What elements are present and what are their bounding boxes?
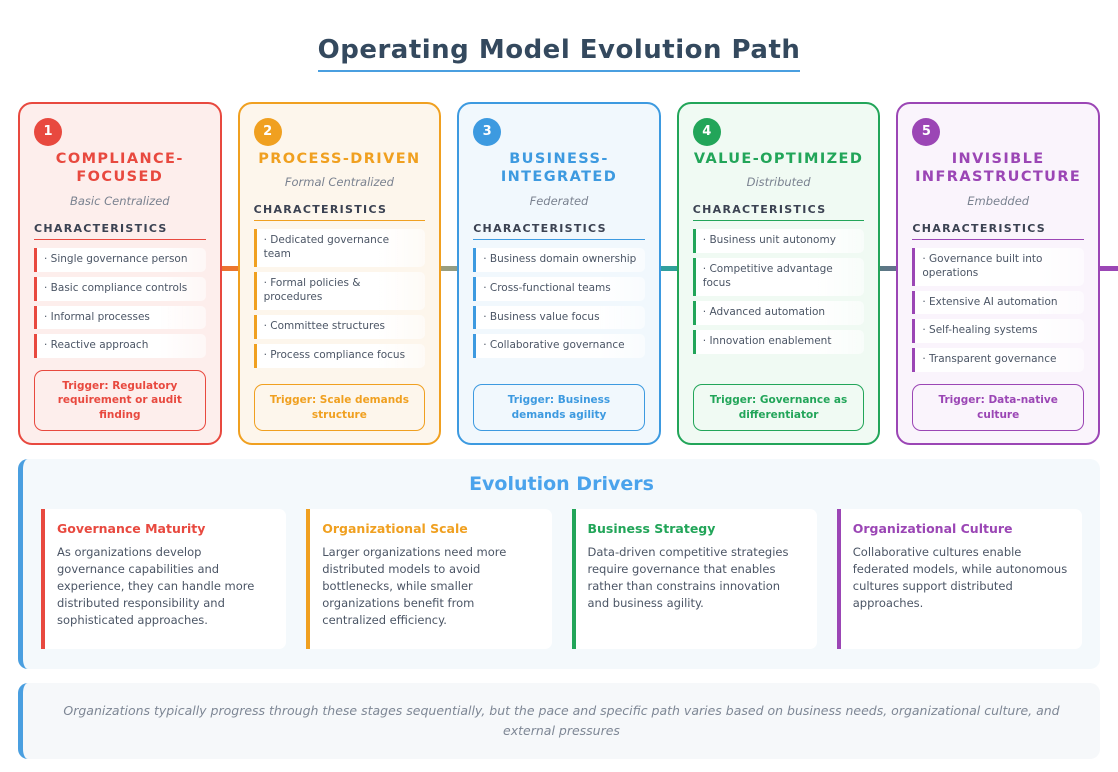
- driver-card[interactable]: Governance Maturity As organizations deve…: [41, 508, 287, 649]
- drivers-grid: Governance Maturity As organizations deve…: [41, 508, 1082, 649]
- characteristics-heading: CHARACTERISTICS: [692, 203, 865, 222]
- trigger-box: Trigger: Scale demands structure: [253, 384, 426, 431]
- stage-model-label: Formal Centralized: [284, 175, 394, 190]
- trigger-box: Trigger: Business demands agility: [473, 384, 645, 431]
- characteristic-item: · Extensive AI automation: [912, 290, 1084, 315]
- characteristic-item: · Business value focus: [473, 305, 645, 330]
- stage-name: BUSINESS-INTEGRATED: [500, 150, 618, 186]
- characteristics-list: · Dedicated governance team · Formal poli…: [253, 229, 426, 368]
- driver-description: Collaborative cultures enable federated …: [852, 544, 1068, 610]
- stage-name: COMPLIANCE-FOCUSED: [55, 150, 184, 186]
- driver-title: Business Strategy: [587, 520, 716, 536]
- trigger-box: Trigger: Data-native culture: [912, 384, 1084, 431]
- stage-name: PROCESS-DRIVEN: [258, 150, 421, 167]
- characteristic-item: · Business domain ownership: [473, 247, 645, 272]
- characteristic-item: · Reactive approach: [34, 334, 206, 359]
- stage-name: VALUE-OPTIMIZED: [693, 150, 864, 167]
- trigger-box: Trigger: Regulatory requirement or audit…: [34, 370, 206, 431]
- characteristic-item: · Self-healing systems: [912, 319, 1084, 344]
- stage-number-badge: 1: [34, 117, 62, 146]
- stage-number-badge: 5: [912, 117, 941, 146]
- stage-model-label: Distributed: [746, 175, 811, 190]
- driver-title: Organizational Scale: [322, 520, 468, 536]
- evolution-drivers-panel: Evolution Drivers Governance Maturity As …: [18, 458, 1100, 669]
- characteristics-heading: CHARACTERISTICS: [34, 222, 206, 240]
- driver-description: Data-driven competitive strategies requi…: [587, 544, 789, 610]
- stage-connector-4-to-5: [794, 265, 982, 271]
- characteristic-item: · Committee structures: [253, 314, 426, 339]
- characteristic-item: · Formal policies & procedures: [253, 272, 426, 310]
- characteristics-list: · Business unit autonomy · Competitive ad…: [692, 229, 865, 354]
- characteristics-heading: CHARACTERISTICS: [253, 203, 426, 222]
- page-title: Operating Model Evolution Path: [317, 35, 801, 73]
- stage-name: INVISIBLE INFRASTRUCTURE: [915, 150, 1082, 186]
- driver-description: As organizations develop governance capa…: [57, 544, 255, 627]
- characteristic-item: · Business unit autonomy: [692, 229, 865, 254]
- characteristic-item: · Cross-functional teams: [473, 276, 645, 301]
- stage-number-badge: 2: [253, 117, 282, 146]
- stage-connector-2-to-3: [355, 265, 543, 271]
- characteristics-list: · Single governance person · Basic compli…: [34, 247, 206, 359]
- stage-connector-3-to-4: [575, 265, 763, 271]
- stage-model-label: Embedded: [967, 193, 1030, 208]
- driver-description: Larger organizations need more distribut…: [322, 544, 507, 627]
- characteristics-list: · Governance built into operations · Exte…: [912, 247, 1084, 373]
- trigger-box: Trigger: Governance as differentiator: [692, 384, 865, 431]
- characteristics-heading: CHARACTERISTICS: [912, 222, 1084, 240]
- characteristic-item: · Advanced automation: [692, 300, 865, 325]
- stage-connector-1-to-2: [136, 265, 324, 271]
- characteristic-item: · Transparent governance: [912, 348, 1084, 373]
- characteristic-item: · Collaborative governance: [473, 334, 645, 359]
- characteristic-item: · Innovation enablement: [692, 329, 865, 354]
- characteristic-item: · Process compliance focus: [253, 343, 426, 368]
- characteristics-heading: CHARACTERISTICS: [473, 222, 645, 240]
- driver-title: Governance Maturity: [57, 520, 206, 536]
- page-title-container: Operating Model Evolution Path: [0, 0, 1118, 90]
- drivers-title: Evolution Drivers: [469, 472, 654, 495]
- characteristic-item: · Competitive advantage focus: [692, 258, 865, 296]
- stage-number-badge: 4: [692, 117, 721, 146]
- stage-model-label: Basic Centralized: [70, 193, 170, 208]
- characteristic-item: · Dedicated governance team: [253, 229, 426, 268]
- characteristic-item: · Informal processes: [34, 305, 206, 330]
- characteristic-item: · Basic compliance controls: [34, 276, 206, 301]
- stage-model-label: Federated: [529, 193, 589, 208]
- stage-number-badge: 3: [473, 117, 502, 146]
- characteristic-item: · Governance built into operations: [912, 247, 1084, 286]
- characteristics-list: · Business domain ownership · Cross-funct…: [473, 247, 645, 359]
- footer-note: Organizations typically progress through…: [18, 682, 1100, 759]
- characteristic-item: · Single governance person: [34, 247, 206, 272]
- driver-title: Organizational Culture: [852, 520, 1013, 536]
